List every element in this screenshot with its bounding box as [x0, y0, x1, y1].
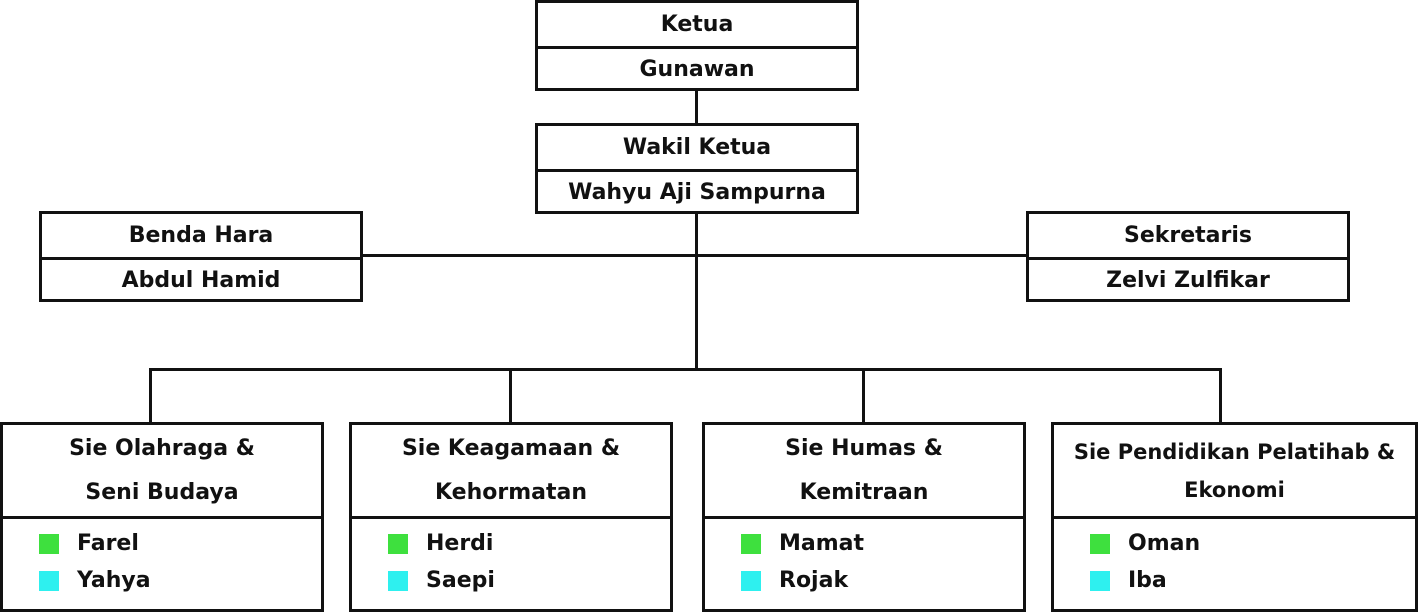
sie-box-humas: Sie Humas & Kemitraan Mamat Rojak	[702, 422, 1026, 612]
sekretaris-box: Sekretaris Zelvi Zulfikar	[1026, 211, 1350, 302]
wakil-ketua-name: Wahyu Aji Sampurna	[538, 169, 856, 214]
connector-sie-bus	[149, 368, 1222, 371]
bendahara-title: Benda Hara	[128, 222, 274, 248]
sie-title-line2: Kemitraan	[799, 479, 929, 505]
sie-title: Sie Keagamaan & Kehormatan	[352, 425, 670, 516]
sie-box-pendidikan: Sie Pendidikan Pelatihab & Ekonomi Oman …	[1051, 422, 1418, 612]
sie-title-line1: Sie Humas &	[785, 435, 943, 461]
cyan-square-icon	[388, 570, 408, 591]
member-name: Herdi	[426, 531, 494, 556]
list-item: Saepi	[388, 568, 495, 593]
cyan-square-icon	[39, 570, 59, 591]
connector-wakil-trunk	[695, 211, 698, 371]
green-square-icon	[1090, 533, 1110, 554]
member-name: Farel	[77, 531, 139, 556]
ketua-title: Ketua	[660, 11, 734, 37]
ketua-box: Ketua Gunawan	[535, 0, 859, 91]
bendahara-box: Benda Hara Abdul Hamid	[39, 211, 363, 302]
member-name: Iba	[1128, 568, 1167, 593]
connector-sie-4	[1219, 368, 1222, 424]
sie-title-line2: Ekonomi	[1184, 477, 1285, 502]
list-item: Iba	[1090, 568, 1167, 593]
green-square-icon	[388, 533, 408, 554]
sie-title: Sie Humas & Kemitraan	[705, 425, 1023, 516]
connector-sie-1	[149, 368, 152, 424]
list-item: Oman	[1090, 531, 1200, 556]
list-item: Yahya	[39, 568, 151, 593]
member-name: Yahya	[77, 568, 151, 593]
list-item: Farel	[39, 531, 139, 556]
sie-title-line2: Kehormatan	[434, 479, 587, 505]
sie-members: Farel Yahya	[3, 516, 321, 609]
connector-sie-3	[862, 368, 865, 424]
sie-title: Sie Olahraga & Seni Budaya	[3, 425, 321, 516]
sie-title-line2: Seni Budaya	[85, 479, 239, 505]
sie-members: Mamat Rojak	[705, 516, 1023, 609]
member-name: Saepi	[426, 568, 495, 593]
wakil-ketua-title: Wakil Ketua	[622, 134, 772, 160]
sie-title-line1: Sie Olahraga &	[69, 435, 255, 461]
connector-bendahara-sekretaris	[360, 254, 1028, 257]
sie-members: Oman Iba	[1054, 516, 1415, 609]
sie-title-line1: Sie Keagamaan &	[401, 435, 621, 461]
list-item: Mamat	[741, 531, 864, 556]
member-name: Rojak	[779, 568, 849, 593]
bendahara-name: Abdul Hamid	[42, 257, 360, 302]
sie-title-line1: Sie Pendidikan Pelatihab &	[1073, 439, 1396, 464]
sekretaris-title: Sekretaris	[1123, 222, 1252, 248]
ketua-name: Gunawan	[538, 46, 856, 91]
sie-members: Herdi Saepi	[352, 516, 670, 609]
connector-sie-2	[509, 368, 512, 424]
cyan-square-icon	[741, 570, 761, 591]
connector-ketua-wakil	[695, 89, 698, 125]
wakil-ketua-box: Wakil Ketua Wahyu Aji Sampurna	[535, 123, 859, 214]
member-name: Oman	[1128, 531, 1201, 556]
sie-box-keagamaan: Sie Keagamaan & Kehormatan Herdi Saepi	[349, 422, 673, 612]
list-item: Rojak	[741, 568, 848, 593]
green-square-icon	[39, 533, 59, 554]
sie-title: Sie Pendidikan Pelatihab & Ekonomi	[1054, 425, 1415, 516]
list-item: Herdi	[388, 531, 493, 556]
cyan-square-icon	[1090, 570, 1110, 591]
green-square-icon	[741, 533, 761, 554]
member-name: Mamat	[779, 531, 865, 556]
sie-box-olahraga: Sie Olahraga & Seni Budaya Farel Yahya	[0, 422, 324, 612]
sekretaris-name: Zelvi Zulfikar	[1029, 257, 1347, 302]
